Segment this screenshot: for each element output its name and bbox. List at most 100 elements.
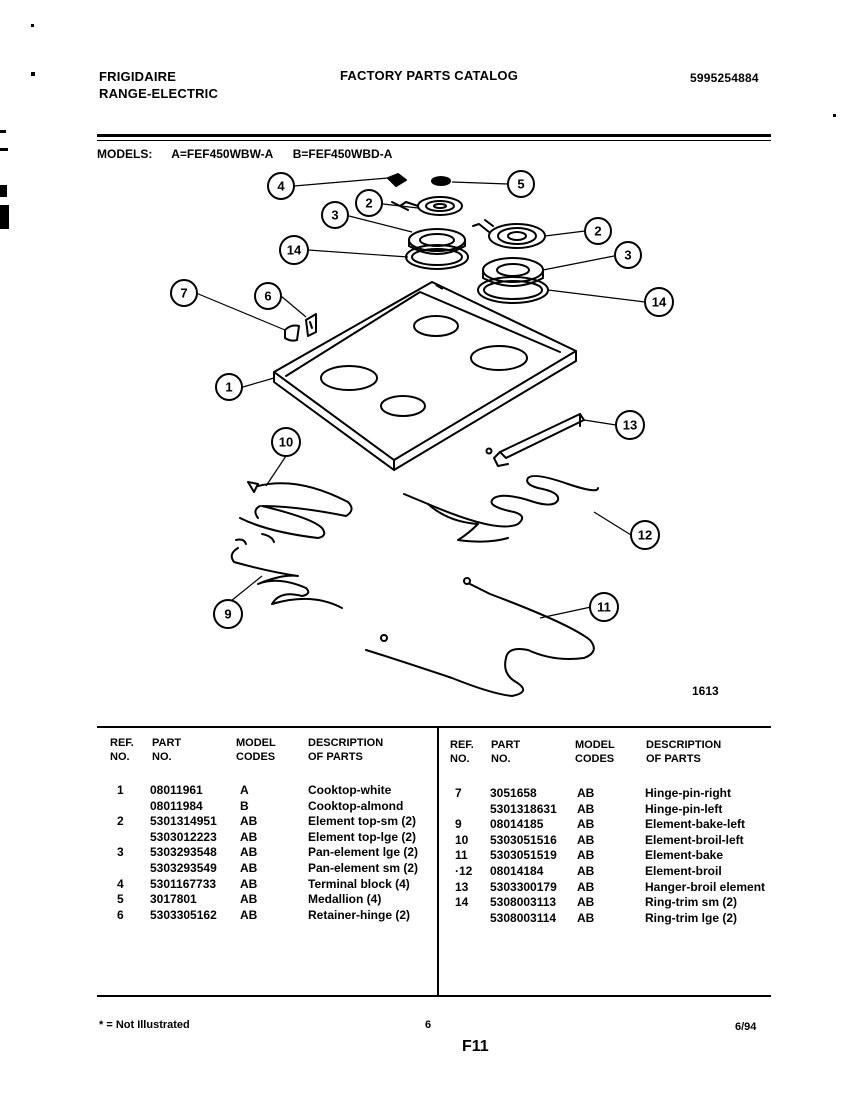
svg-text:7: 7 <box>180 286 187 301</box>
part-number-cell: 5303051516 <box>490 832 557 847</box>
broil-hanger-drawing <box>485 413 585 467</box>
callout-9: 9 <box>213 599 243 629</box>
model-a: A=FEF450WBW-A <box>171 147 274 161</box>
scan-speck <box>0 148 8 151</box>
description-cell: Medallion (4) <box>308 892 382 907</box>
scan-speck <box>0 185 7 197</box>
description-cell: Retainer-hinge (2) <box>308 907 411 922</box>
table-bottom-rule <box>97 995 771 997</box>
svg-text:4: 4 <box>277 179 285 194</box>
svg-text:2: 2 <box>594 224 601 239</box>
footnote: * = Not Illustrated <box>99 1019 190 1031</box>
model-code-cell: AB <box>240 814 258 829</box>
callout-3: 3 <box>321 201 349 229</box>
exploded-parts-diagram: 4 5 2 3 2 14 3 7 6 14 1 13 10 12 11 9 <box>170 170 674 697</box>
svg-text:14: 14 <box>287 243 302 258</box>
model-code-cell: AB <box>577 786 595 800</box>
brand-name: FRIGIDAIRE <box>99 69 177 84</box>
left-element-drawing <box>391 196 463 216</box>
model-code-cell: B <box>240 798 249 813</box>
callout-1: 1 <box>215 373 243 401</box>
model-code-cell: AB <box>240 892 258 907</box>
ref-cell: 9 <box>455 817 462 832</box>
model-code-cell: AB <box>577 864 595 878</box>
part-number-cell: 5303293548 <box>150 845 217 860</box>
part-number-cell: 5303293549 <box>150 861 217 875</box>
models-line: MODELS: A=FEF450WBW-A B=FEF450WBD-A <box>97 147 406 161</box>
left-pan-drawing <box>405 228 469 270</box>
description-cell: Element-broil <box>645 864 722 878</box>
description-cell: Element-bake-left <box>645 817 746 832</box>
model-code-cell: AB <box>240 829 258 844</box>
svg-text:9: 9 <box>224 607 231 622</box>
callout-10: 10 <box>271 427 301 457</box>
scan-speck <box>31 24 34 27</box>
hinge-drawing <box>284 313 317 342</box>
ref-cell: 1 <box>117 783 124 797</box>
svg-text:13: 13 <box>623 418 637 433</box>
callout-5: 5 <box>507 170 535 198</box>
description-cell: Hinge-pin-right <box>645 786 731 800</box>
svg-text:2: 2 <box>365 196 372 211</box>
ref-cell: 5 <box>117 892 124 907</box>
description-cell: Hinge-pin-left <box>645 801 723 816</box>
description-cell: Pan-element lge (2) <box>308 845 419 860</box>
description-cell: Terminal block (4) <box>308 876 410 891</box>
bake-element-drawing <box>365 577 595 697</box>
header-ref-no: REF.NO. <box>110 737 134 763</box>
model-code-cell: AB <box>240 907 258 922</box>
description-cell: Element-bake <box>645 848 724 863</box>
callout-6: 6 <box>254 282 282 310</box>
model-code-cell: AB <box>577 817 595 832</box>
product-type: RANGE-ELECTRIC <box>99 86 219 101</box>
catalog-number: 5995254884 <box>690 71 759 85</box>
ref-cell: ·12 <box>455 864 473 878</box>
part-number-cell: 08011984 <box>150 798 203 813</box>
callout-12: 12 <box>630 520 660 550</box>
callout-3-right: 3 <box>614 241 642 269</box>
model-code-cell: AB <box>577 832 595 847</box>
part-number-cell: 3051658 <box>490 786 537 800</box>
model-code-cell: AB <box>577 895 595 910</box>
broil-left-element-drawing <box>239 481 353 539</box>
description-cell: Element-broil-left <box>645 832 744 847</box>
ref-cell: 11 <box>455 848 468 863</box>
ref-cell: 13 <box>455 879 469 894</box>
description-cell: Cooktop-white <box>308 783 392 797</box>
brand-block: FRIGIDAIRE RANGE-ELECTRIC <box>99 68 218 102</box>
callout-7: 7 <box>170 279 198 307</box>
model-code-cell: AB <box>577 879 595 894</box>
svg-text:3: 3 <box>624 248 631 263</box>
page-number: 6 <box>425 1019 432 1031</box>
part-number-cell: 5301318631 <box>490 801 557 816</box>
ref-cell: 6 <box>117 907 124 922</box>
description-cell: Ring-trim lge (2) <box>645 910 737 925</box>
section-code: F11 <box>462 1038 489 1055</box>
description-cell: Hanger-broil element <box>645 879 766 894</box>
models-label: MODELS: <box>97 147 153 161</box>
ref-cell: 3 <box>117 845 124 860</box>
description-cell: Pan-element sm (2) <box>308 861 419 875</box>
model-code-cell: AB <box>240 876 258 891</box>
model-code-cell: AB <box>577 848 595 863</box>
part-number-cell: 5303012223 <box>150 829 217 844</box>
description-cell: Ring-trim sm (2) <box>645 895 738 910</box>
table-divider <box>437 728 439 996</box>
callout-14-right: 14 <box>644 287 674 317</box>
